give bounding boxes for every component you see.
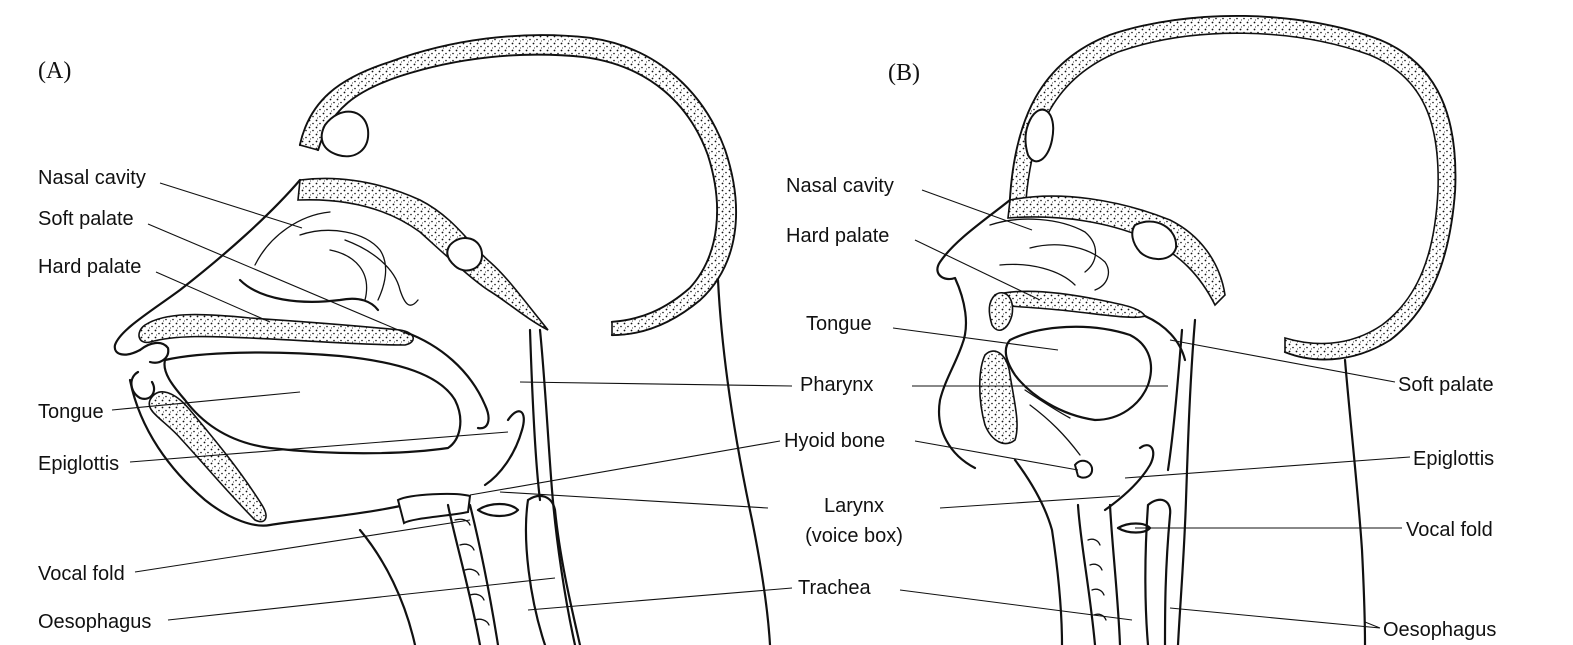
panel-a-upper-lip — [138, 341, 170, 364]
panel-a-hard-palate — [138, 313, 414, 346]
panel-a-skull-base — [297, 177, 549, 331]
leader-b-hard-palate — [914, 239, 1041, 301]
panel-b-lower-jaw — [979, 350, 1018, 445]
panel-a-vocal-fold — [476, 502, 520, 518]
leader-trachea-b — [899, 589, 1133, 621]
label-larynx-sub: (voice box) — [805, 525, 903, 547]
label-a-epiglottis: Epiglottis — [38, 453, 119, 475]
leader-lines — [111, 182, 1411, 645]
label-trachea: Trachea — [798, 577, 872, 599]
leader-a-epiglottis — [129, 431, 509, 463]
leader-a-oesophagus — [167, 577, 556, 621]
label-b-epiglottis: Epiglottis — [1413, 448, 1494, 470]
panel-a-front-neck — [358, 528, 417, 645]
label-a-vocal-fold: Vocal fold — [38, 563, 125, 585]
leader-b-oesophagus — [1169, 607, 1381, 645]
panel-b-tag: (B) — [888, 60, 920, 86]
panel-b-tongue — [1004, 325, 1152, 422]
panel-a-mandible — [148, 391, 267, 523]
leader-b-nasal-cavity — [921, 189, 1033, 231]
label-larynx: Larynx — [824, 495, 884, 517]
panel-a-soft-palate — [403, 330, 490, 430]
leader-a-nasal-cavity — [159, 182, 303, 229]
label-a-oesophagus: Oesophagus — [38, 611, 151, 633]
panel-a-tongue — [163, 351, 462, 455]
panel-b-neck-back — [1343, 358, 1367, 645]
panel-a-turbinates — [254, 211, 419, 306]
leader-trachea-a — [527, 587, 793, 611]
panel-a-drawing — [113, 34, 772, 645]
panel-b-pharynx-wall — [1176, 318, 1197, 645]
panel-b-upper-incisor — [988, 291, 1014, 331]
panel-a-lower-lip — [130, 370, 156, 400]
panel-b-face — [936, 198, 1012, 470]
panel-a-hyoid — [396, 492, 472, 525]
leader-a-hard-palate — [155, 271, 271, 323]
label-b-tongue: Tongue — [806, 313, 872, 335]
panel-b-epiglottis — [1103, 444, 1155, 512]
label-a-hard-palate: Hard palate — [38, 256, 141, 278]
leader-b-soft-palate — [1169, 339, 1396, 383]
leader-larynx-b — [939, 495, 1121, 509]
shared-labels: Pharynx Hyoid bone Larynx (voice box) Tr… — [784, 374, 903, 599]
label-a-nasal-cavity: Nasal cavity — [38, 167, 146, 189]
panel-b-frontal-sinus — [1024, 108, 1055, 163]
leader-a-soft-palate — [147, 223, 411, 336]
leader-hyoid-b — [914, 440, 1079, 471]
leader-a-tongue — [111, 391, 301, 411]
panel-a-tag: (A) — [38, 58, 71, 84]
panel-b-sphenoid-sinus — [1131, 220, 1178, 260]
panel-a-tracheal-rings — [454, 518, 490, 626]
label-a-tongue: Tongue — [38, 401, 104, 423]
panel-a-neck-outline — [716, 278, 772, 645]
label-b-hard-palate: Hard palate — [786, 225, 889, 247]
panel-a-nose — [113, 178, 302, 356]
panel-b-labels: (B) Nasal cavity Hard palate Tongue Soft… — [786, 60, 1496, 641]
label-b-vocal-fold: Vocal fold — [1406, 519, 1493, 541]
panel-b-drawing — [936, 14, 1457, 645]
panel-a-sphenoid-sinus — [446, 236, 484, 272]
leader-hyoid-a — [469, 440, 781, 496]
panel-a-trachea — [446, 503, 500, 645]
label-pharynx: Pharynx — [800, 374, 873, 396]
leader-b-epiglottis — [1124, 456, 1411, 479]
panel-b-turbinates — [989, 218, 1109, 291]
label-hyoid-bone: Hyoid bone — [784, 430, 885, 452]
label-b-soft-palate: Soft palate — [1398, 374, 1494, 396]
panel-a-frontal-sinus — [320, 110, 370, 158]
panel-a-neck-back — [528, 328, 542, 502]
leader-larynx-a — [499, 491, 769, 509]
panel-a-pharynx-wall — [538, 328, 577, 645]
panel-b-skull-base — [1007, 195, 1226, 307]
panel-b-oesophagus — [1144, 498, 1172, 645]
panel-b-pharynx-inner — [1166, 328, 1184, 472]
panel-a-labels: (A) Nasal cavity Soft palate Hard palate… — [38, 58, 151, 633]
panel-a-chin — [128, 378, 407, 527]
panel-b-tongue-fibres — [1024, 389, 1081, 456]
panel-a-skull-bone — [299, 34, 737, 336]
panel-b-tracheal-rings — [1087, 538, 1107, 621]
label-b-nasal-cavity: Nasal cavity — [786, 175, 894, 197]
leader-pharynx-a — [519, 381, 793, 387]
panel-b-hyoid — [1073, 459, 1094, 479]
label-b-oesophagus: Oesophagus — [1383, 619, 1496, 641]
panel-b-hard-palate — [994, 290, 1147, 319]
panel-a-epiglottis — [483, 410, 525, 487]
panel-a-oesophagus — [524, 494, 582, 645]
panel-b-soft-palate — [1143, 314, 1187, 362]
leader-a-vocal-fold — [134, 519, 471, 573]
panel-a-nasal-floor — [238, 278, 380, 312]
leader-b-tongue — [892, 327, 1059, 351]
label-a-soft-palate: Soft palate — [38, 208, 134, 230]
panel-b-front-neck — [1013, 458, 1064, 645]
panel-b-trachea — [1076, 503, 1122, 645]
